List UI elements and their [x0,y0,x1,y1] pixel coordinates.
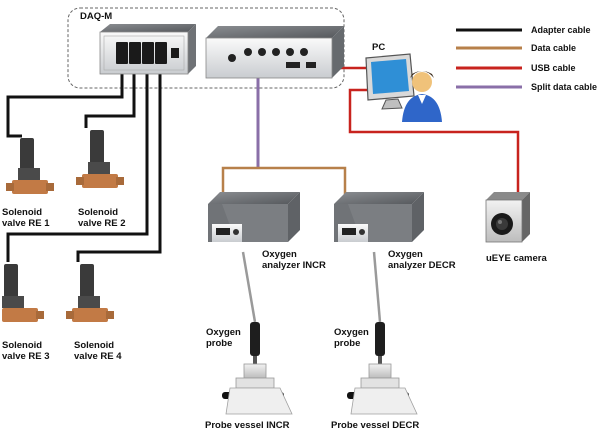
user-icon [402,71,442,122]
legend-label-split: Split data cable [531,82,597,92]
probe-incr-label-line2: probe [206,338,232,349]
valve-1-label-line2: valve RE 1 [2,218,50,229]
vessel-decr-label: Probe vessel DECR [331,420,419,431]
probe-decr-label-line2: probe [334,338,360,349]
solenoid-valve-4 [66,264,114,322]
vessel-incr-label: Probe vessel INCR [205,420,290,431]
data-cable [221,166,347,196]
oxygen-analyzer-incr [208,192,300,242]
analyzer-decr-label-line2: analyzer DECR [388,260,456,271]
valve-4-label-line1: Solenoid [74,340,114,351]
analyzer-incr-label-line1: Oxygen [262,249,297,260]
oxygen-probe-decr [375,322,385,366]
solenoid-valve-3 [2,264,44,322]
probe-vessel-decr [347,363,418,415]
probe-decr-label-line1: Oxygen [334,327,369,338]
daq-group-box [67,7,345,89]
pc-label: PC [372,42,385,53]
valve-2-label-line2: valve RE 2 [78,218,126,229]
camera-label: uEYE camera [486,253,547,264]
probe-incr-label-line1: Oxygen [206,327,241,338]
pc-monitor-icon [365,53,415,110]
probe-vessel-incr [222,363,293,415]
daq-label: DAQ-M [80,11,112,22]
legend-label-data: Data cable [531,43,576,53]
daq-main-ports [228,48,316,68]
daq-main-unit [205,26,344,79]
legend-label-usb: USB cable [531,63,576,73]
analyzer-incr-label-line2: analyzer INCR [262,260,326,271]
legend: Adapter cable Data cable USB cable Split… [456,25,597,92]
valve-3-label-line2: valve RE 3 [2,351,50,362]
valve-4-label-line2: valve RE 4 [74,351,122,362]
valve-2-label-line1: Solenoid [78,207,118,218]
oxygen-probe-incr [250,322,260,366]
ueye-camera-icon [485,192,530,243]
adapter-cables [6,66,162,262]
solenoid-valve-2 [76,130,124,188]
probe-cables [241,251,382,323]
oxygen-analyzer-decr [334,192,424,242]
daq-connector-sockets [116,42,179,64]
valve-3-label-line1: Solenoid [2,340,42,351]
legend-label-adapter: Adapter cable [531,25,591,35]
analyzer-decr-label-line1: Oxygen [388,249,423,260]
valve-1-label-line1: Solenoid [2,207,42,218]
solenoid-valve-1 [6,138,54,194]
